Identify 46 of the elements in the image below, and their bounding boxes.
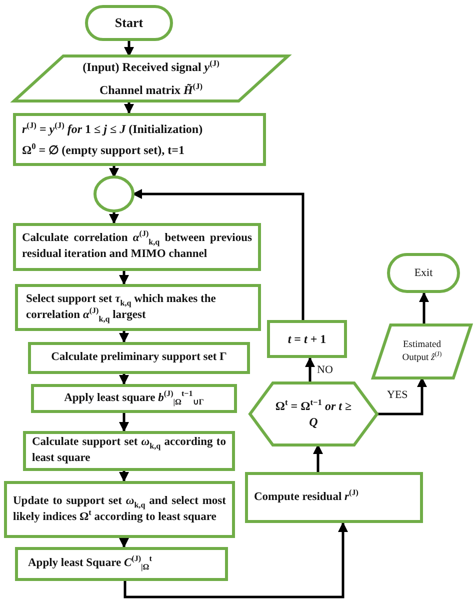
arrow	[119, 471, 129, 482]
node-text: Select support set τ$_{k,q}$ which makes the correlation α$^{(J)}$$_{k,q}$ largest	[26, 292, 217, 324]
node-text: t = t + 1	[288, 330, 326, 348]
process-box	[15, 284, 261, 331]
process-box	[245, 472, 423, 523]
edge-label: NO	[316, 364, 334, 376]
connector-circle	[95, 177, 133, 211]
terminal-box	[85, 5, 173, 41]
arrow	[124, 522, 348, 598]
node-text: Start	[114, 14, 144, 32]
process-box	[13, 113, 266, 166]
arrow	[124, 41, 134, 57]
process-box	[267, 320, 347, 358]
arrow	[377, 377, 427, 416]
node-text: Ω$^{0}$ = ∅ (empty support set), t=1	[22, 142, 184, 158]
process-box	[23, 431, 235, 471]
terminal-box	[387, 253, 460, 293]
arrow	[119, 413, 129, 432]
node-text: Calculate correlation α$^{(J)}$$_{k,q}$ between previous residual iteration and MIMO channel	[22, 231, 252, 262]
process-box	[28, 342, 250, 374]
arrow	[313, 444, 323, 472]
arrow	[119, 374, 129, 385]
arrow	[119, 331, 129, 343]
decision-hexagon	[250, 383, 377, 445]
arrow	[109, 211, 119, 224]
arrow	[109, 166, 119, 178]
node-text: r$^{(J)}$ = y$^{(J)}$ for 1 ≤ j ≤ J (Initialization)	[22, 120, 203, 137]
arrow	[419, 292, 429, 325]
process-box	[15, 547, 228, 581]
node-text: Estimated Output ẑ$^{(J)}$	[401, 338, 443, 364]
arrow	[119, 538, 129, 548]
process-box	[4, 481, 235, 538]
process-box	[13, 223, 261, 271]
edge-label: YES	[386, 389, 409, 402]
arrow	[119, 271, 129, 285]
process-box	[31, 384, 237, 413]
arrow	[132, 189, 304, 320]
node-text: Exit	[414, 266, 433, 280]
node-text: Compute residual r$^{(J)}$	[254, 490, 358, 505]
arrow	[305, 357, 315, 383]
node-text: Calculate preliminary support set Γ	[51, 350, 227, 366]
input-output-box	[373, 325, 471, 378]
node-text: Ω$^{t}$ = Ω$^{t−1}$ or t ≥ Q	[274, 398, 353, 430]
arrow	[124, 101, 134, 114]
node-text: Update to support set ω$_{k,q}$ and select most likely indices Ω$^{t}$ according to least square	[13, 494, 226, 524]
node-text: Calculate support set ω$_{k,q}$ according to least square	[32, 435, 226, 466]
